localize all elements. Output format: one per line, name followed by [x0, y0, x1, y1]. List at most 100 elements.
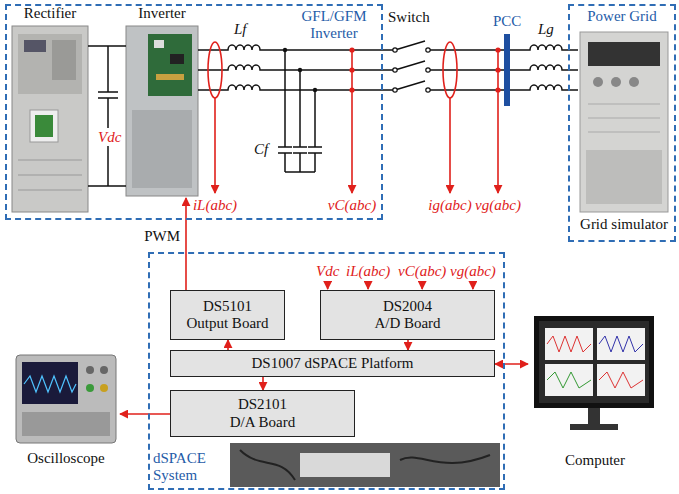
unit — [300, 453, 390, 477]
chip — [154, 40, 164, 48]
signal-arrow — [367, 281, 369, 289]
power-stage — [132, 110, 192, 188]
housing — [580, 32, 668, 212]
trace — [547, 336, 591, 352]
phase-a — [198, 45, 578, 50]
stand — [588, 408, 600, 424]
contact — [393, 88, 397, 92]
contact — [426, 88, 430, 92]
signal-arrow — [421, 281, 423, 289]
phase-b — [198, 65, 578, 70]
signal-connector — [227, 340, 229, 350]
current-sensors — [208, 42, 457, 98]
output-board: DS5101 Output Board — [170, 290, 285, 340]
inverter-photo: Inverter — [122, 5, 202, 198]
signal-label: Switch — [388, 8, 430, 26]
region-title: dSPACE System — [153, 450, 227, 485]
buttons — [22, 412, 110, 436]
device-label: Grid simulator — [574, 216, 674, 233]
trace — [599, 372, 643, 388]
rectifier-picture — [12, 26, 88, 212]
monitor — [534, 316, 654, 408]
knob — [629, 77, 639, 87]
chip — [170, 54, 184, 64]
connector — [156, 74, 184, 80]
plot — [545, 328, 593, 360]
grid-region: Power GridGrid simulator — [568, 4, 676, 242]
signal-label: vg(abc) — [475, 196, 521, 214]
lower-panel — [586, 150, 662, 204]
knob — [100, 384, 108, 392]
board-label: DS5101 Output Board — [184, 298, 272, 333]
da-board: DS2101 D/A Board — [170, 390, 355, 437]
signal-label: iL(abc) — [193, 196, 237, 214]
signal-connector — [495, 363, 528, 365]
contact — [393, 48, 397, 52]
device-label: Oscilloscope — [12, 450, 120, 467]
phase-c — [198, 85, 578, 90]
junction-dots — [283, 48, 317, 92]
signal-connector — [185, 198, 187, 290]
inverter-region: GFL/GFM InverterRectifierInverter — [5, 4, 383, 220]
sensor-lead — [449, 98, 451, 193]
knob — [611, 77, 621, 87]
dot — [313, 88, 317, 92]
ad-board: DS2004 A/D Board — [320, 290, 495, 340]
contact — [426, 48, 430, 52]
signal-label: Vdc — [316, 262, 339, 280]
signal-label: Vdc — [97, 128, 122, 146]
oscilloscope-photo: Oscilloscope — [12, 350, 120, 472]
oscilloscope-picture — [16, 355, 116, 443]
sensor-lead — [497, 50, 499, 193]
signal-label: Cf — [254, 140, 268, 158]
signal-label: vC(abc) — [328, 196, 376, 214]
signal-connector — [120, 413, 170, 415]
switch-contacts — [393, 48, 430, 92]
logo — [35, 115, 53, 137]
contact — [393, 68, 397, 72]
computer-photo: Computer — [528, 312, 662, 472]
device-label: Inverter — [122, 5, 202, 22]
current-sensor — [208, 42, 222, 98]
signal-connector — [407, 340, 409, 350]
cabinet — [12, 26, 88, 212]
sensor-lead — [214, 98, 216, 193]
knob — [86, 384, 94, 392]
body — [16, 355, 116, 443]
grid-simulator-picture — [580, 32, 668, 212]
keypad — [52, 40, 76, 80]
cables — [240, 450, 490, 480]
display — [588, 42, 660, 66]
contact — [426, 68, 430, 72]
switch-blades — [395, 41, 425, 90]
dc-link — [88, 46, 126, 186]
board-label: DS2004 A/D Board — [372, 298, 444, 333]
signal-arrow — [472, 281, 474, 289]
base — [570, 424, 618, 430]
waveform — [24, 376, 76, 392]
dot — [283, 48, 287, 52]
rack — [230, 443, 500, 487]
screen — [22, 362, 78, 404]
screen — [539, 321, 649, 403]
region-title: Power Grid — [570, 8, 674, 25]
knob — [86, 366, 94, 374]
signal-label: PCC — [493, 12, 521, 30]
plot — [597, 364, 645, 396]
signal-arrow — [327, 281, 329, 289]
filter-capacitors — [278, 50, 322, 172]
plot — [597, 328, 645, 360]
signal-label: vg(abc) — [450, 262, 496, 280]
board-label: DS2101 D/A Board — [227, 396, 299, 431]
knob — [100, 366, 108, 374]
housing — [126, 26, 198, 196]
pcc-bar — [504, 34, 510, 106]
panel — [18, 34, 82, 94]
trace — [547, 372, 591, 388]
region-title: GFL/GFM Inverter — [290, 8, 378, 43]
dspace-picture — [230, 443, 500, 487]
device-label: Computer — [528, 452, 662, 469]
knob — [593, 77, 603, 87]
inverter-picture — [126, 26, 198, 196]
edge-label: PWM — [144, 227, 180, 245]
